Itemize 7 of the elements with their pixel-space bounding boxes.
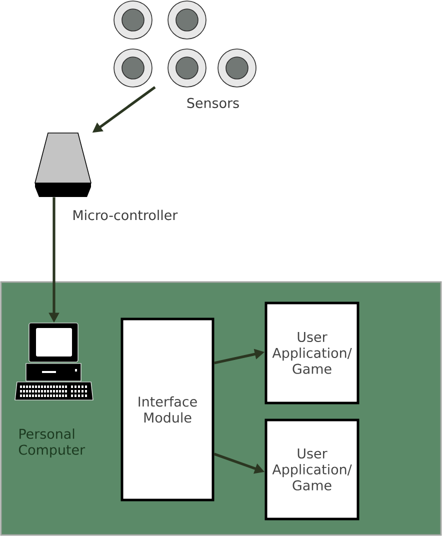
node-label: Sensors: [187, 98, 239, 108]
node-label: Personal Computer: [18, 428, 86, 458]
computer-drawing: [14, 322, 94, 400]
process-box: User Application/ Game: [264, 418, 360, 520]
process-box: Interface Module: [120, 318, 214, 502]
node-label: Micro-controller: [74, 210, 178, 220]
process-box: User Application/ Game: [264, 302, 360, 404]
